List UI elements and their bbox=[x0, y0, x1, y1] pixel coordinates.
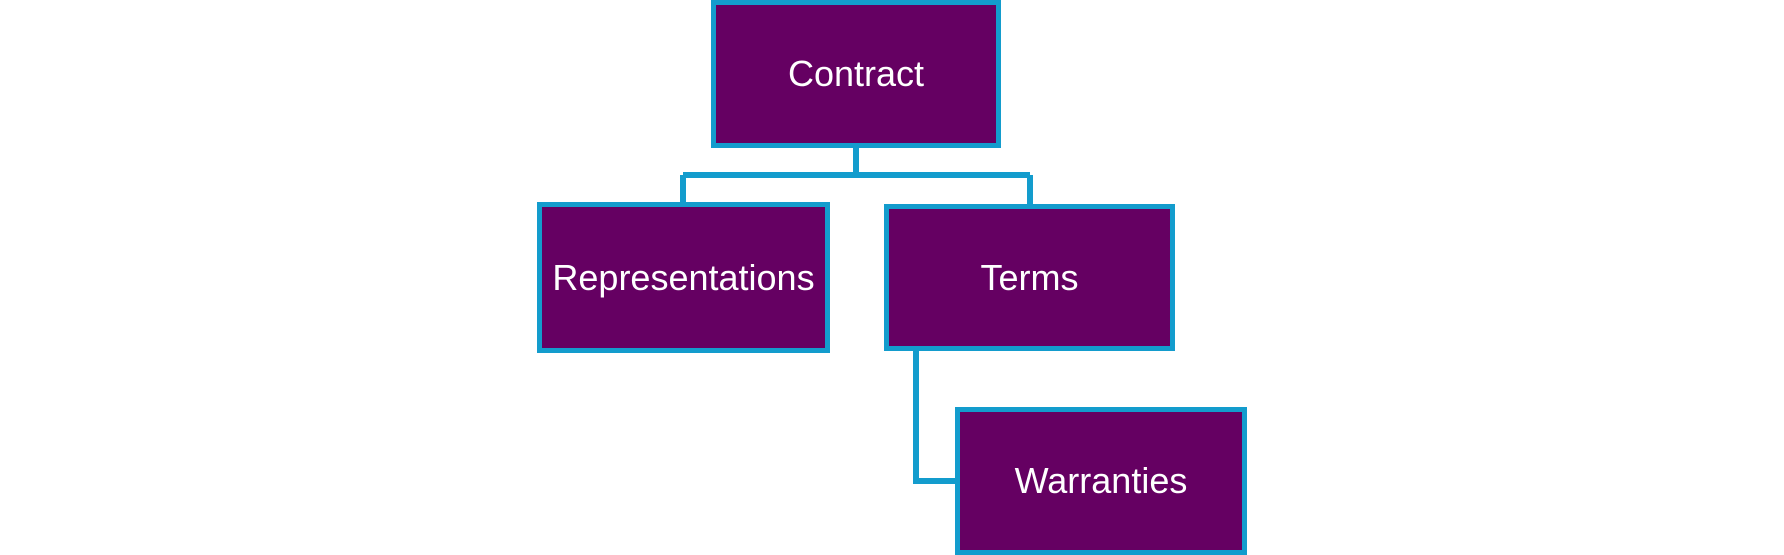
connector-terms-warranties bbox=[913, 351, 955, 484]
node-warranties: Warranties bbox=[955, 407, 1247, 555]
node-terms: Terms bbox=[884, 204, 1175, 351]
node-terms-label: Terms bbox=[980, 256, 1079, 298]
node-contract: Contract bbox=[711, 0, 1001, 148]
node-representations: Representations bbox=[537, 202, 830, 353]
connector-contract-children bbox=[680, 148, 1033, 204]
node-warranties-label: Warranties bbox=[1014, 460, 1188, 501]
node-contract-label: Contract bbox=[787, 53, 925, 94]
node-representations-label: Representations bbox=[552, 256, 815, 298]
